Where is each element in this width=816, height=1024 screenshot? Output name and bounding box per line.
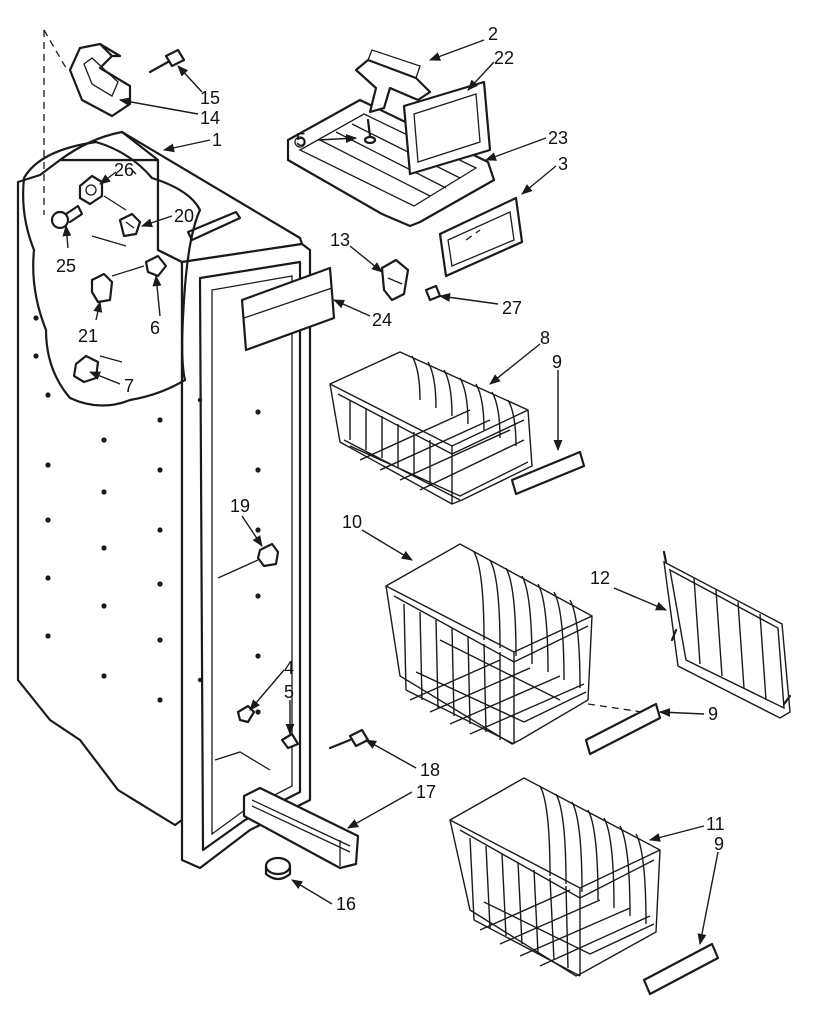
callout-9-lower: 9 (714, 834, 724, 854)
callout-26: 26 (114, 160, 134, 180)
callout-20: 20 (174, 206, 194, 226)
divider-9a (510, 450, 586, 496)
divider-9b (584, 702, 662, 756)
part-13 (380, 258, 410, 302)
divider-9c (642, 942, 720, 996)
screw-18 (328, 728, 370, 750)
callout-labels: 2 22 15 14 1 5 23 3 26 20 25 13 27 24 21… (56, 24, 725, 914)
basket-8 (329, 351, 533, 505)
screw-27 (424, 284, 442, 302)
switch-6 (144, 254, 168, 278)
callout-4: 4 (284, 658, 294, 678)
callout-1: 1 (212, 130, 222, 150)
screw-15 (148, 48, 186, 74)
callout-24: 24 (372, 310, 392, 330)
light-bulb-25 (50, 204, 84, 230)
switch-21 (90, 272, 114, 304)
callout-9-middle: 9 (708, 704, 718, 724)
control-dashes (91, 169, 145, 363)
callout-15: 15 (200, 88, 220, 108)
callout-3: 3 (558, 154, 568, 174)
socket-20 (118, 212, 142, 238)
callout-19: 19 (230, 496, 250, 516)
callout-10: 10 (342, 512, 362, 532)
callout-7: 7 (124, 376, 134, 396)
callout-5-frame: 5 (284, 682, 294, 702)
thermostat-26 (78, 174, 104, 206)
callout-23: 23 (548, 128, 568, 148)
leader-lines (62, 39, 719, 946)
ice-bin-assembly (286, 49, 524, 278)
light-shield-24 (240, 266, 336, 352)
part-19 (217, 542, 280, 579)
basket-10 (385, 543, 593, 745)
hinge-bracket (68, 42, 132, 118)
callout-2: 2 (488, 24, 498, 44)
callout-25: 25 (56, 256, 76, 276)
screw-5 (280, 732, 300, 750)
callout-21: 21 (78, 326, 98, 346)
callout-5-tray: 5 (296, 130, 306, 150)
callout-16: 16 (336, 894, 356, 914)
callout-9-upper: 9 (552, 352, 562, 372)
callout-18: 18 (420, 760, 440, 780)
callout-6: 6 (150, 318, 160, 338)
callout-17: 17 (416, 782, 436, 802)
callout-14: 14 (200, 108, 220, 128)
callout-11: 11 (706, 814, 725, 834)
shelf-12 (662, 550, 792, 719)
callout-27: 27 (502, 298, 522, 318)
callout-12: 12 (590, 568, 610, 588)
freezer-liner (16, 29, 312, 870)
basket-11 (449, 777, 661, 977)
callout-8: 8 (540, 328, 550, 348)
callout-13: 13 (330, 230, 350, 250)
grille-17 (242, 786, 360, 870)
callout-22: 22 (494, 48, 514, 68)
plug-16 (264, 856, 292, 881)
